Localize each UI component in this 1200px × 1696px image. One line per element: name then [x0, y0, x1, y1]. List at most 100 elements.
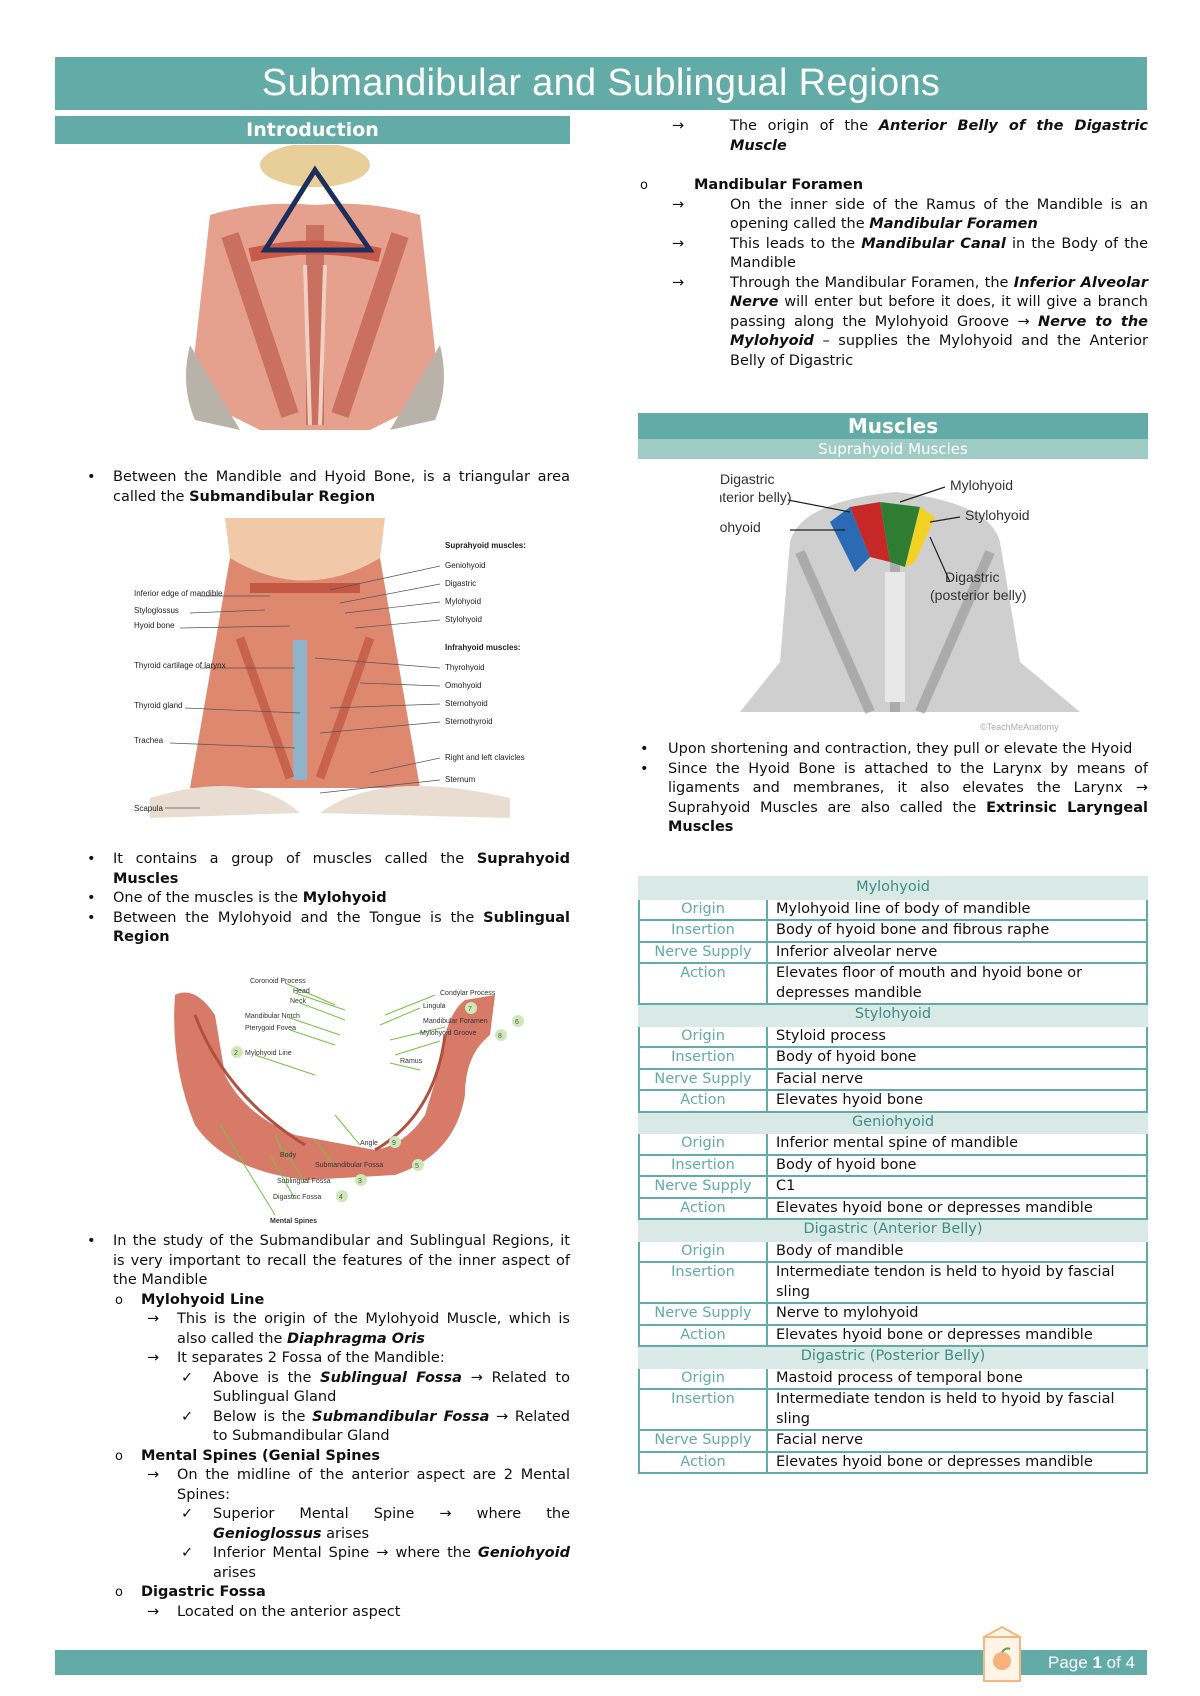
list-item: Upon shortening and contraction, they pu… [638, 740, 1148, 760]
table-section-header: Digastric (Anterior Belly) [638, 1218, 1148, 1242]
neck-muscles-labeled-figure: Inferior edge of mandible Styloglossus H… [130, 518, 550, 823]
fig2-left-label: Inferior edge of mandible [134, 589, 223, 598]
list-item: On the inner side of the Ramus of the Ma… [610, 196, 1148, 235]
intro-bullet-list-2: It contains a group of muscles called th… [85, 850, 570, 948]
fig3-label: Body [280, 1152, 296, 1159]
row-value: Body of hyoid bone [766, 1046, 1148, 1070]
mandible-features-list: In the study of the Submandibular and Su… [85, 1232, 570, 1622]
row-key: Origin [638, 1132, 768, 1156]
fig3-label: Mylohyoid Groove [420, 1030, 477, 1037]
fig3-label: Submandibular Fossa [315, 1162, 383, 1169]
fig3-marker: 8 [498, 1033, 502, 1040]
row-key: Action [638, 1196, 768, 1220]
suprahyoid-subheader: Suprahyoid Muscles [638, 439, 1148, 459]
row-value: Body of hyoid bone [766, 1153, 1148, 1177]
list-item: The origin of the Anterior Belly of the … [610, 117, 1148, 156]
fig3-marker: 9 [392, 1140, 396, 1147]
milk-carton-icon [972, 1623, 1032, 1685]
row-value: Facial nerve [766, 1067, 1148, 1091]
fig3-label: Mandibular Notch [245, 1013, 300, 1020]
page-footer: Page 1 of 4 [55, 1650, 1147, 1675]
fig2-right-label: Geniohyoid [445, 561, 485, 570]
row-key: Insertion [638, 919, 768, 943]
fig3-label: Mental Spines [270, 1218, 317, 1225]
fig3-marker: 7 [468, 1006, 472, 1013]
row-key: Origin [638, 1239, 768, 1263]
list-item: It contains a group of muscles called th… [85, 850, 570, 889]
fig2-right-label: Digastric [445, 579, 476, 588]
suprahyoid-bullet-list: Upon shortening and contraction, they pu… [638, 740, 1148, 838]
row-key: Origin [638, 1366, 768, 1390]
row-key: Nerve Supply [638, 940, 768, 964]
fig3-label: Ramus [400, 1058, 423, 1065]
fig3-label: Mandibular Foramen [423, 1018, 488, 1025]
list-item: In the study of the Submandibular and Su… [85, 1232, 570, 1291]
fig2-infra-heading: Infrahyoid muscles: [445, 643, 521, 652]
fig4-watermark: ©TeachMeAnatomy [980, 722, 1059, 732]
fig2-right-label: Sternum [445, 775, 476, 784]
fig3-label: Condylar Process [440, 990, 496, 997]
fig4-label: Digastric [945, 569, 999, 585]
table-section-header: Mylohyoid [638, 876, 1148, 900]
row-value: Styloid process [766, 1024, 1148, 1048]
fig2-right-label: Stylohyoid [445, 615, 482, 624]
list-item: Mental Spines (Genial Spines [85, 1447, 570, 1467]
list-item: Mandibular Foramen [610, 176, 1148, 196]
row-value: Mastoid process of temporal bone [766, 1366, 1148, 1390]
row-value: Body of mandible [766, 1239, 1148, 1263]
table-section-header: Stylohyoid [638, 1003, 1148, 1027]
row-value: Intermediate tendon is held to hyoid by … [766, 1388, 1148, 1431]
fig3-label: Lingula [423, 1003, 446, 1010]
list-item: Mylohyoid Line [85, 1291, 570, 1311]
fig2-left-label: Thyroid gland [134, 701, 182, 710]
mandible-inner-aspect-figure: Coronoid Process Head Neck Mandibular No… [165, 975, 540, 1230]
fig4-label: Stylohyoid [965, 507, 1030, 523]
row-key: Action [638, 1323, 768, 1347]
right-column-text: The origin of the Anterior Belly of the … [610, 117, 1148, 371]
fig3-marker: 6 [515, 1019, 519, 1026]
row-key: Insertion [638, 1388, 768, 1431]
row-key: Origin [638, 897, 768, 921]
row-key: Insertion [638, 1046, 768, 1070]
list-item: Superior Mental Spine → where the Geniog… [85, 1505, 570, 1544]
table-section-header: Geniohyoid [638, 1110, 1148, 1134]
fig3-label: Neck [290, 998, 306, 1005]
fig2-left-label: Styloglossus [134, 606, 179, 615]
fig3-marker: 5 [415, 1163, 419, 1170]
list-item: Below is the Submandibular Fossa → Relat… [85, 1408, 570, 1447]
fig2-left-label: Scapula [134, 804, 163, 813]
fig3-marker: 2 [234, 1050, 238, 1057]
list-item: This leads to the Mandibular Canal in th… [610, 235, 1148, 274]
row-key: Nerve Supply [638, 1067, 768, 1091]
muscle-name: Mylohyoid [638, 876, 1148, 900]
fig4-label: Digastric [720, 471, 774, 487]
list-item: One of the muscles is the Mylohyoid [85, 889, 570, 909]
introduction-header: Introduction [55, 116, 570, 144]
row-value: Inferior alveolar nerve [766, 940, 1148, 964]
fig2-right-label: Mylohyoid [445, 597, 481, 606]
row-value: Mylohyoid line of body of mandible [766, 897, 1148, 921]
fig4-label: Geniohyoid [720, 519, 761, 535]
fig3-label: Mylohyoid Line [245, 1050, 292, 1057]
row-value: Body of hyoid bone and fibrous raphe [766, 919, 1148, 943]
list-item: Between the Mylohyoid and the Tongue is … [85, 909, 570, 948]
row-key: Action [638, 1450, 768, 1474]
row-key: Origin [638, 1024, 768, 1048]
row-value: Elevates floor of mouth and hyoid bone o… [766, 962, 1148, 1005]
row-key: Nerve Supply [638, 1302, 768, 1326]
